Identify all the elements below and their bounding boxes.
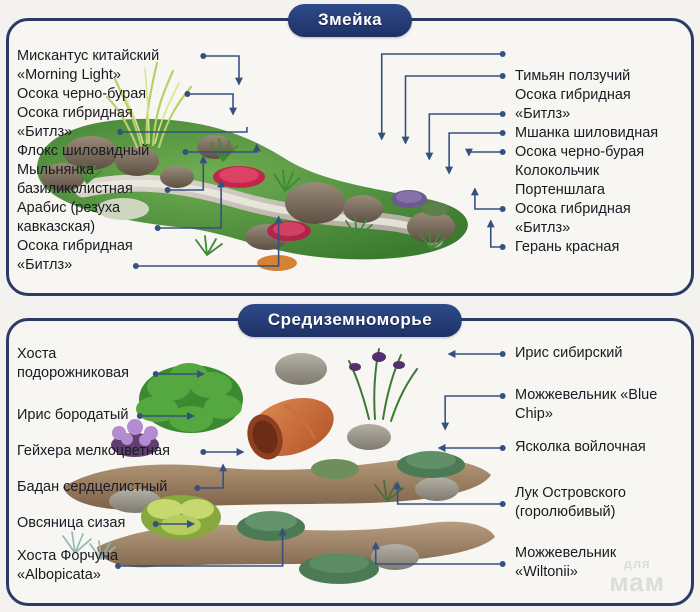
label-snake-right-1: Тимьян ползучий <box>515 68 631 84</box>
label-snake-right-5: Колокольчик Портеншлага <box>515 163 605 198</box>
label-medit-right-2: Можжевельник «Blue Chip» <box>515 387 658 422</box>
panel-snake-title: Змейка <box>287 4 413 37</box>
label-medit-left-6: Хоста Форчуна «Albopicata» <box>17 548 119 583</box>
label-medit-left-5: Овсяница сизая <box>17 515 126 531</box>
label-snake-right-3: Мшанка шиловидная <box>515 125 659 141</box>
label-snake-left-5: Мыльнянка базиликолистная <box>17 162 133 197</box>
label-snake-right-7: Герань красная <box>515 239 620 255</box>
label-medit-left-4: Бадан сердцелистный <box>17 479 168 495</box>
label-medit-right-5: Можжевельник «Wiltonii» <box>515 545 617 580</box>
label-snake-left-6: Арабис (резуха кавказская) <box>17 200 121 235</box>
label-snake-right-2: Осока гибридная «Битлз» <box>515 87 631 122</box>
label-medit-left-2: Ирис бородатый <box>17 407 129 423</box>
watermark-line-2: мам <box>609 567 665 598</box>
watermark-line-1: для <box>623 555 651 571</box>
panel-mediterranean-title: Средиземноморье <box>237 304 463 337</box>
label-snake-left-3: Осока гибридная «Битлз» <box>17 105 133 140</box>
label-medit-right-3: Ясколка войлочная <box>515 439 646 455</box>
label-snake-right-4: Осока черно-бурая <box>515 144 645 160</box>
label-snake-left-1: Мискантус китайский «Morning Light» <box>17 48 160 83</box>
label-medit-right-1: Ирис сибирский <box>515 345 623 361</box>
watermark: для мам <box>609 555 665 598</box>
panel-mediterranean: Средиземноморье <box>6 304 694 606</box>
label-medit-left-3: Гейхера мелкоцветная <box>17 443 170 459</box>
panel-snake: Змейка <box>6 4 694 296</box>
label-snake-left-4: Флокс шиловидный <box>17 143 150 159</box>
label-snake-right-6: Осока гибридная «Битлз» <box>515 201 631 236</box>
label-medit-right-4: Лук Островского (горолюбивый) <box>515 485 626 520</box>
label-snake-left-2: Осока черно-бурая <box>17 86 147 102</box>
label-snake-left-7: Осока гибридная «Битлз» <box>17 238 133 273</box>
label-medit-left-1: Хоста подорожниковая <box>17 346 129 381</box>
